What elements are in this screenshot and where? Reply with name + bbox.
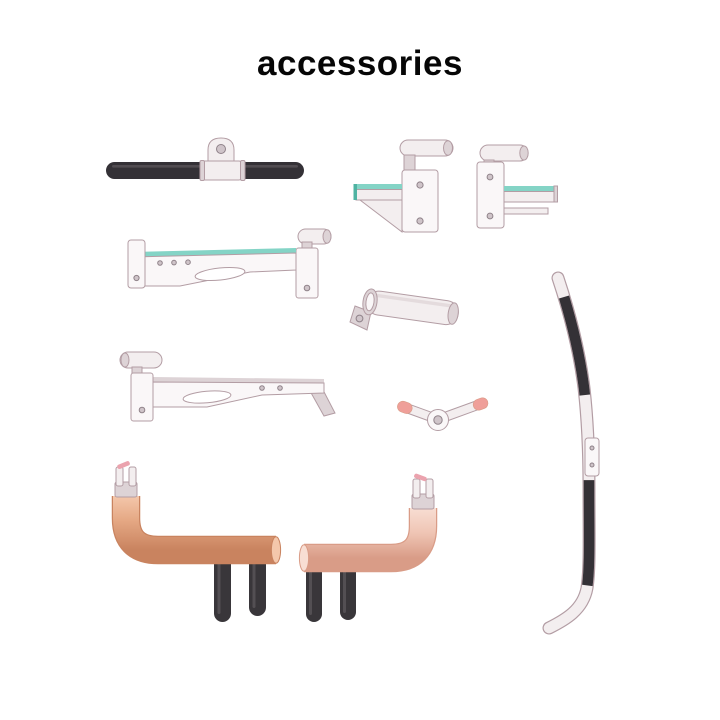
top-roller	[399, 139, 454, 173]
hanger-tab	[207, 137, 235, 165]
hanging-pegs	[306, 564, 356, 622]
bar-center-sleeve	[199, 160, 246, 181]
pink-tube	[298, 508, 438, 573]
pivot-arm-attachment-left-roller	[112, 345, 337, 440]
gusset	[358, 199, 403, 234]
beam	[152, 377, 325, 408]
curved-bar-illustration	[542, 271, 600, 635]
pivot-arm-left-illustration	[119, 351, 336, 422]
curved-multi-grip-bar	[535, 268, 620, 646]
top-clamp	[114, 461, 138, 498]
roller-clamp-illustration	[349, 288, 459, 331]
pivot-arm-attachment-right-roller	[120, 222, 335, 312]
mount-plate	[401, 169, 439, 233]
bar-body	[542, 271, 596, 635]
end-roller	[119, 351, 163, 376]
bracket-small-illustration	[476, 144, 558, 229]
end-roller	[297, 228, 332, 251]
dual-handle-lever	[390, 380, 495, 440]
foam-roller-clamp-attachment	[345, 270, 470, 345]
lever-illustration	[397, 397, 489, 431]
roller-bracket-attachment-small	[470, 132, 565, 237]
roller-bracket-attachment-large	[348, 128, 463, 240]
page-title: accessories	[257, 44, 463, 83]
copper-j-hook-dip-handle	[100, 461, 295, 637]
top-clamp	[411, 473, 435, 510]
lat-pulldown-bar-illustration	[106, 137, 304, 181]
left-plate	[130, 372, 154, 422]
center-bracket	[584, 437, 600, 477]
roller-cylinder	[362, 288, 459, 326]
pink-j-hook-dip-handle	[290, 472, 440, 632]
pivot-arm-right-illustration	[127, 228, 332, 299]
mount-plate	[476, 161, 505, 229]
pivot-hub	[427, 409, 449, 431]
pink-hook-illustration	[298, 473, 438, 622]
hanging-pegs	[214, 552, 266, 622]
bracket-large-illustration	[353, 139, 454, 234]
shelf	[503, 185, 558, 215]
copper-hook-illustration	[111, 461, 282, 622]
beam	[131, 248, 297, 287]
lat-pulldown-straight-bar	[100, 130, 310, 188]
left-bracket	[127, 239, 146, 289]
shelf	[353, 184, 403, 201]
copper-tube	[111, 496, 282, 565]
end-plate	[295, 247, 319, 299]
